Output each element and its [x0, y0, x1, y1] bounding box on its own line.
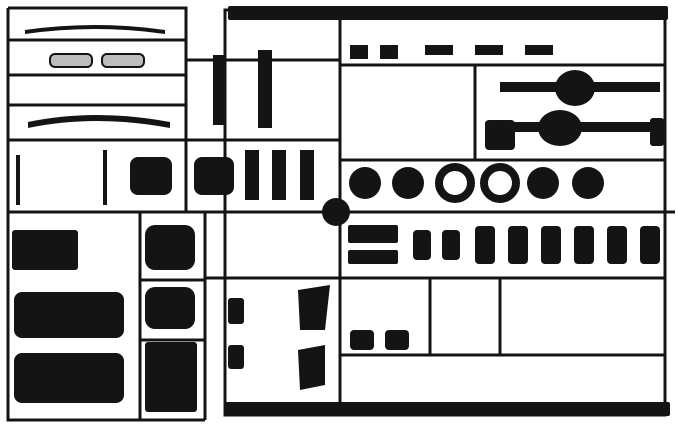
battery-box-2 — [145, 287, 195, 329]
battery-box-1 — [145, 225, 195, 270]
air-tanks — [413, 226, 660, 264]
mirror-2 — [194, 157, 234, 195]
grille-mesh-left — [49, 53, 93, 68]
battery-box-3 — [145, 342, 197, 412]
bumper-bar — [28, 115, 170, 128]
fuel-tank-1 — [14, 292, 124, 338]
mirror-1 — [130, 157, 172, 195]
grille-mesh-right — [101, 53, 145, 68]
chassis-rail-top — [228, 6, 668, 20]
chassis-rail-bottom — [225, 402, 670, 416]
sprue-parts — [12, 6, 670, 416]
fuel-tank-2 — [14, 353, 124, 403]
frame-handle — [25, 25, 165, 34]
frame-bracket — [16, 150, 107, 205]
fuel-tank-small — [12, 230, 78, 270]
brake-discs — [349, 163, 604, 203]
hub-center — [322, 198, 350, 226]
